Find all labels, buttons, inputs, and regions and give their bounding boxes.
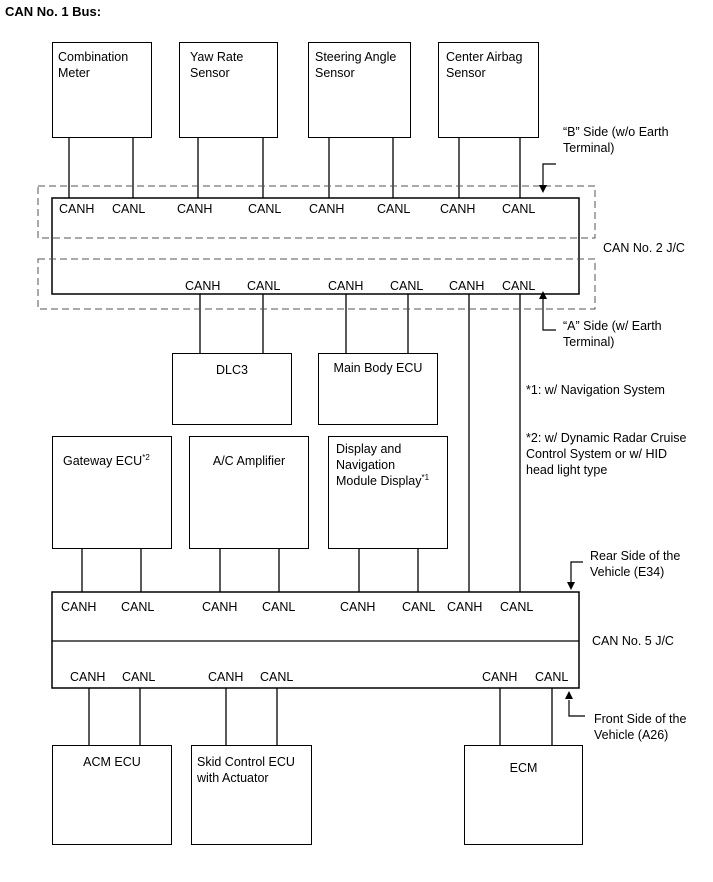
can-no5-jc-box — [51, 591, 580, 689]
rear-side-arrow-icon — [567, 582, 575, 590]
front-side-arrow-icon — [565, 691, 573, 699]
jc5-bottom-pin: CANH — [70, 670, 106, 684]
wires — [68, 137, 553, 746]
jc5-bottom-pin: CANL — [122, 670, 156, 684]
display-navigation-box: Display and Navigation Module Display*1 — [328, 436, 448, 549]
yaw-rate-sensor-box: Yaw Rate Sensor — [179, 42, 278, 138]
jc2-top-pin: CANL — [377, 202, 411, 216]
acm-ecu-label: ACM ECU — [83, 755, 141, 769]
jc5-top-pin: CANH — [61, 600, 97, 614]
b-side-label: “B” Side (w/o Earth Terminal) — [563, 125, 669, 155]
jc5-top-pin: CANH — [340, 600, 376, 614]
note-2: *2: w/ Dynamic Radar Cruise Control Syst… — [526, 431, 687, 477]
front-side-label: Front Side of the Vehicle (A26) — [594, 712, 687, 742]
jc2-top-pin: CANH — [177, 202, 213, 216]
jc5-top-pin: CANL — [402, 600, 436, 614]
main-body-ecu-box: Main Body ECU — [318, 353, 438, 425]
can-no2-jc-box — [51, 197, 580, 295]
jc2-top-pin: CANH — [440, 202, 476, 216]
ac-amplifier-label: A/C Amplifier — [212, 454, 286, 468]
jc2-bottom-pin: CANH — [449, 279, 485, 293]
jc2-top-pin: CANL — [112, 202, 146, 216]
note-1: *1: w/ Navigation System — [526, 383, 665, 397]
main-body-ecu-label: Main Body ECU — [333, 361, 423, 375]
b-side-dashed-region — [37, 185, 596, 239]
jc2-top-pin: CANH — [309, 202, 345, 216]
gateway-ecu-box: Gateway ECU*2 — [52, 436, 172, 549]
jc2-bottom-pin: CANL — [390, 279, 424, 293]
skid-control-ecu-label: Skid Control ECU with Actuator — [197, 755, 295, 785]
jc5-top-pin: CANL — [500, 600, 534, 614]
dlc3-box: DLC3 — [172, 353, 292, 425]
ecm-box: ECM — [464, 745, 583, 845]
jc2-bottom-pin: CANL — [247, 279, 281, 293]
jc2-bottom-pin: CANH — [185, 279, 221, 293]
steering-angle-sensor-label: Steering Angle Sensor — [315, 50, 397, 80]
jc2-bottom-pin: CANL — [502, 279, 536, 293]
yaw-rate-sensor-label: Yaw Rate Sensor — [190, 50, 244, 80]
b-side-arrow-icon — [539, 185, 547, 193]
jc2-top-pin: CANL — [248, 202, 282, 216]
can-no2-jc-label: CAN No. 2 J/C — [603, 241, 685, 255]
diagram-title: CAN No. 1 Bus: — [5, 4, 102, 19]
center-airbag-sensor-label: Center Airbag Sensor — [446, 50, 523, 80]
jc5-top-pin: CANL — [262, 600, 296, 614]
can-no5-jc-label: CAN No. 5 J/C — [592, 634, 674, 648]
a-side-label: “A” Side (w/ Earth Terminal) — [563, 319, 662, 349]
a-side-dashed-region — [37, 258, 596, 310]
acm-ecu-box: ACM ECU — [52, 745, 172, 845]
display-navigation-label: Display and Navigation Module Display*1 — [336, 442, 430, 488]
skid-control-ecu-box: Skid Control ECU with Actuator — [191, 745, 312, 845]
jc5-top-pin: CANH — [202, 600, 238, 614]
steering-angle-sensor-box: Steering Angle Sensor — [308, 42, 411, 138]
jc5-bottom-pin: CANL — [535, 670, 569, 684]
a-side-arrow-icon — [539, 291, 547, 299]
combination-meter-label: Combination Meter — [58, 50, 129, 80]
callout-arrowheads — [539, 185, 575, 699]
callout-lines — [542, 163, 585, 717]
jc5-bottom-pin: CANH — [208, 670, 244, 684]
gateway-ecu-label: Gateway ECU*2 — [63, 453, 150, 469]
jc2-bottom-pin: CANH — [328, 279, 364, 293]
rear-side-label: Rear Side of the Vehicle (E34) — [590, 549, 681, 579]
jc5-top-pin: CANL — [121, 600, 155, 614]
ecm-label: ECM — [509, 761, 538, 775]
ac-amplifier-box: A/C Amplifier — [189, 436, 309, 549]
jc5-bottom-pin: CANH — [482, 670, 518, 684]
dlc3-label: DLC3 — [216, 363, 248, 377]
jc2-top-pin: CANL — [502, 202, 536, 216]
center-airbag-sensor-box: Center Airbag Sensor — [438, 42, 539, 138]
jc5-top-pin: CANH — [447, 600, 483, 614]
combination-meter-box: Combination Meter — [52, 42, 152, 138]
jc5-bottom-pin: CANL — [260, 670, 294, 684]
jc2-top-pin: CANH — [59, 202, 95, 216]
